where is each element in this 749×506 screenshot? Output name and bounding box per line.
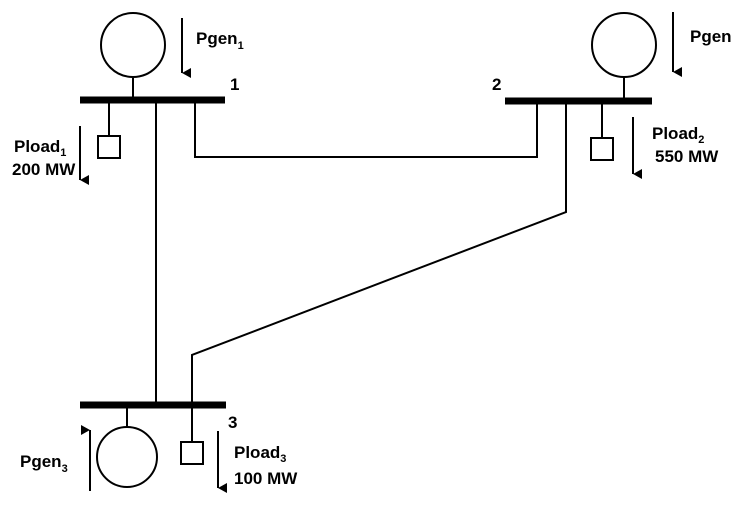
bus-1-number: 1 [230,75,239,94]
generator-2-label: Pgen [690,27,732,46]
generator-3: Pgen3 [20,405,158,491]
load-1-label: Pload1 [14,137,66,159]
load-3-icon [180,441,204,465]
load-2-icon [590,137,614,161]
generator-1-label: Pgen1 [196,29,244,52]
generator-1: Pgen1 [100,12,244,100]
load-3-label: Pload3 [234,443,286,465]
generator-2: Pgen [591,12,732,101]
load-3-value: 100 MW [234,469,298,488]
bus-2-number: 2 [492,75,501,94]
load-1-icon [97,135,121,159]
generator-2-icon [591,12,657,78]
line-2-3 [191,101,567,405]
load-1: Pload1 200 MW [12,100,121,185]
bus-3: 3 [80,401,237,432]
load-1-value: 200 MW [12,160,76,179]
bus-2: 2 [492,75,652,105]
bus-3-number: 3 [228,413,237,432]
load-2: Pload2 550 MW [590,101,719,179]
load-3: Pload3 100 MW [180,405,298,493]
generator-3-label: Pgen3 [20,452,68,475]
bus-1: 1 [80,75,239,104]
load-2-label: Pload2 [652,124,704,146]
generator-1-icon [100,12,166,78]
load-2-value: 550 MW [655,147,719,166]
line-1-2 [194,100,538,158]
generator-3-icon [96,426,158,488]
